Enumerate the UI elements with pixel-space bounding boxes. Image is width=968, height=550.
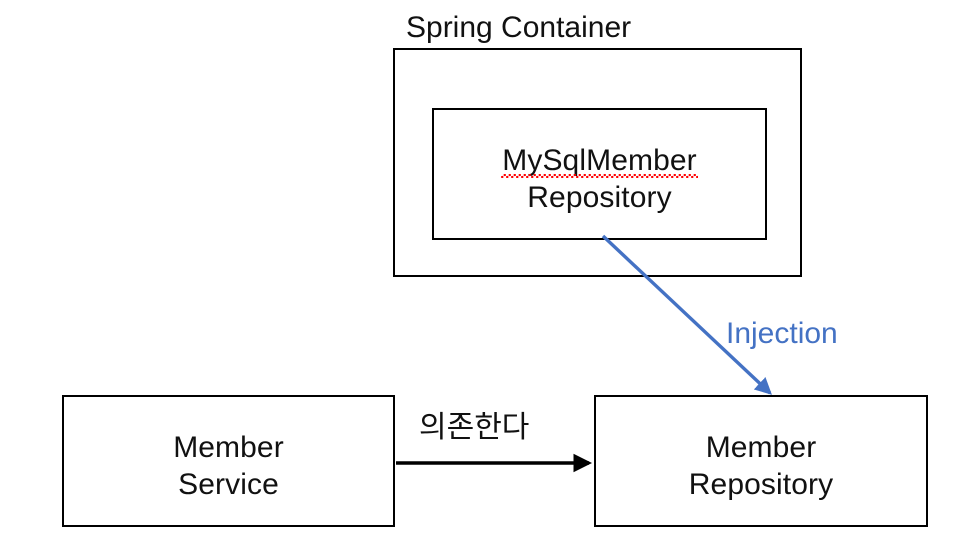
dependency-arrow-label: 의존한다 [419, 411, 530, 444]
injection-arrow-label: Injection [726, 317, 838, 350]
spellcheck-underlined-text: MySqlMember [501, 144, 699, 178]
member-repository-line2: Repository [688, 468, 834, 501]
member-service-line2: Service [178, 468, 279, 501]
spring-container-title: Spring Container [406, 11, 632, 44]
mysql-member-repository-line2: Repository [527, 181, 672, 214]
member-service-line1: Member [173, 431, 284, 464]
member-repository-line1: Member [705, 431, 817, 464]
spring-container-box[interactable] [393, 48, 802, 277]
